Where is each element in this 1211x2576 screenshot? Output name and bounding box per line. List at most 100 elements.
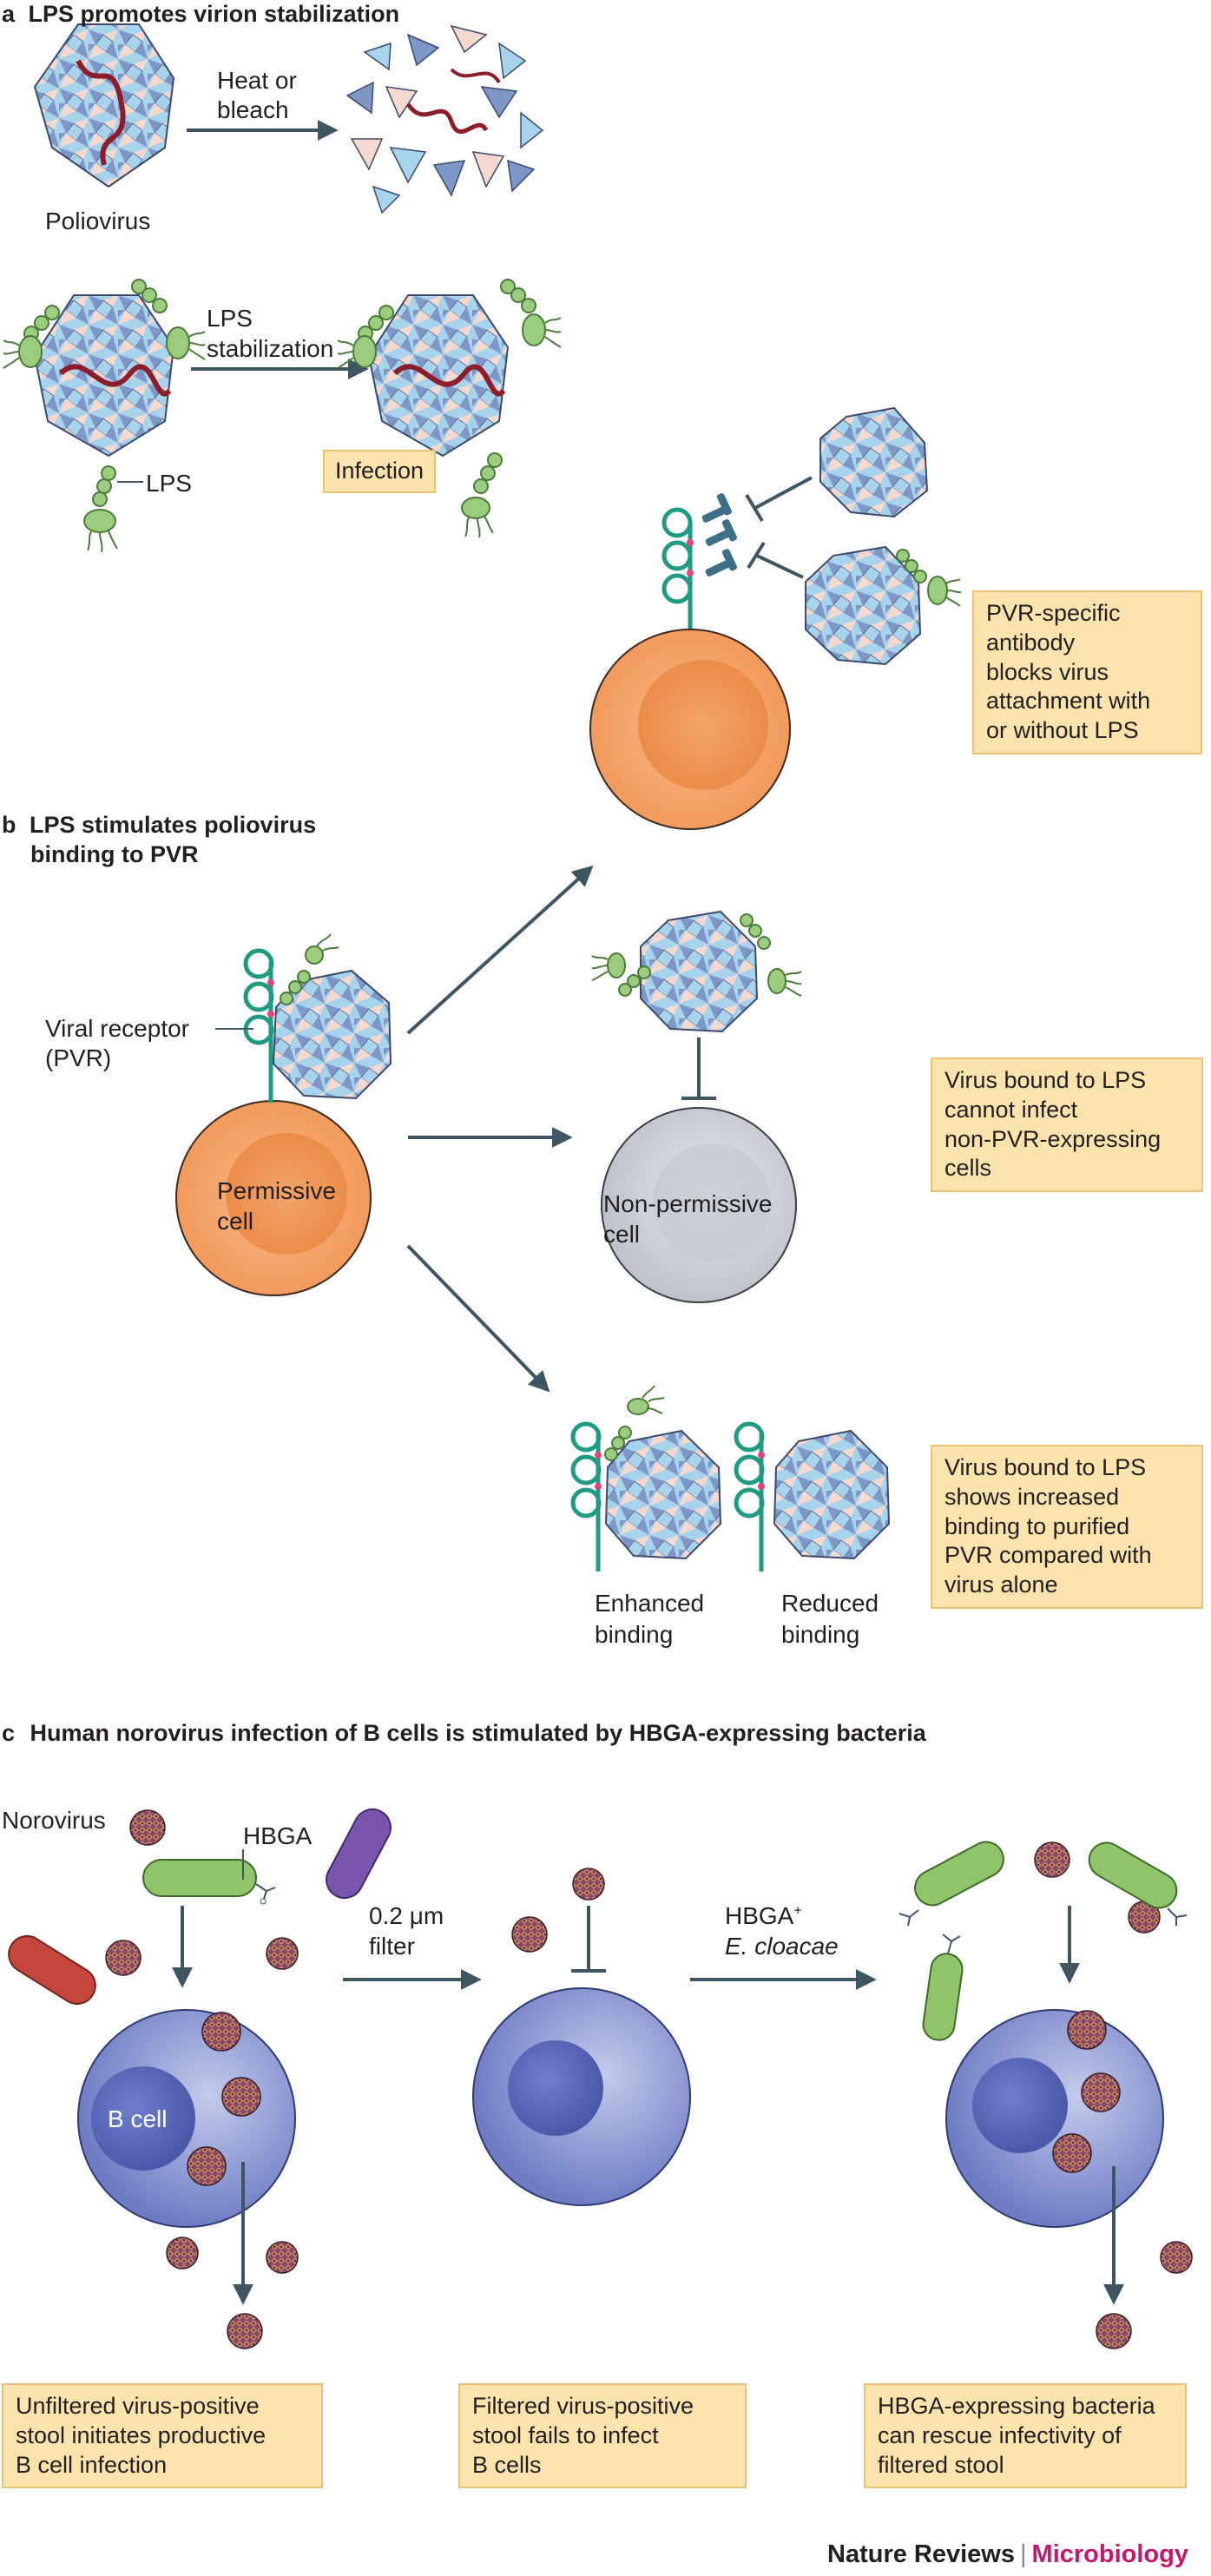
filtered-box-line-3: B cells: [472, 2451, 542, 2478]
binding-box-line-5: virus alone: [944, 1571, 1058, 1598]
pvr-receptor-antibody-icon: [661, 493, 738, 656]
lps-stabilization-label-1: LPS: [207, 305, 253, 332]
red-bacterium-icon: [8, 1934, 96, 2006]
antibody-box-line-3: blocks virus: [986, 658, 1109, 685]
reduced-binding-icon: [734, 1421, 891, 1571]
antibody-box-line-4: attachment with: [986, 688, 1151, 715]
lps-poliovirus-blocked-icon: [805, 545, 962, 666]
unfiltered-box-line-2: stool initiates productive: [16, 2421, 267, 2448]
receptor-label-2: (PVR): [45, 1044, 112, 1071]
nonpermissive-label-2: cell: [603, 1221, 641, 1248]
panel-c-heading: c Human norovirus infection of B cells i…: [2, 1719, 926, 1748]
nonpvr-box-line-4: cells: [944, 1155, 992, 1182]
hbga-plus-label: HBGA+: [725, 1901, 802, 1931]
poliovirus-capsid-icon: [33, 23, 175, 188]
footer-separator: |: [1020, 2540, 1027, 2568]
lps-label: LPS: [146, 470, 192, 497]
heat-label-1: Heat or: [217, 67, 297, 94]
infection-box: Infection: [323, 450, 437, 493]
infection-label: Infection: [335, 458, 425, 484]
antibody-box-line-2: antibody: [986, 629, 1076, 656]
enhanced-binding-icon: [570, 1385, 722, 1571]
lps-bound-poliovirus-icon: [3, 279, 206, 553]
permissive-label-1: Permissive: [217, 1177, 336, 1204]
poliovirus-blocked-icon: [819, 406, 929, 518]
panel-b-title-2: binding to PVR: [30, 841, 199, 867]
nonpermissive-label-1: Non-permissive: [603, 1190, 773, 1217]
lps-stabilization-label-2: stabilization: [207, 335, 334, 362]
stabilized-poliovirus-icon: [337, 279, 562, 538]
antibody-box-line-1: PVR-specific: [986, 600, 1121, 626]
filtered-box: Filtered virus-positive stool fails to i…: [458, 2383, 747, 2489]
bound-poliovirus-icon: [272, 933, 392, 1100]
binding-box-line-1: Virus bound to LPS: [944, 1454, 1147, 1480]
panel-b-title-1: LPS stimulates poliovirus: [30, 812, 317, 838]
hbga-plus-sup: +: [793, 1903, 802, 1919]
filtered-box-line-1: Filtered virus-positive: [472, 2393, 694, 2419]
permissive-label-2: cell: [217, 1208, 254, 1235]
rescue-box-line-2: can rescue infectivity of: [878, 2421, 1122, 2448]
rescue-box: HBGA-expressing bacteria can rescue infe…: [864, 2383, 1187, 2489]
unfiltered-box-line-3: B cell infection: [16, 2451, 168, 2478]
arrow-to-antibody: [406, 865, 594, 1035]
nonpvr-box-line-2: cannot infect: [944, 1096, 1078, 1123]
arrow-to-binding: [406, 1244, 550, 1393]
panel-c-letter: c: [2, 1720, 16, 1746]
binding-box-line-4: PVR compared with: [944, 1542, 1152, 1569]
panel-a-title: LPS promotes virion stabilization: [28, 1, 400, 27]
norovirus-particles: [105, 1809, 1193, 2349]
panel-b-letter: b: [2, 812, 16, 838]
norovirus-in-bcell-3: [1052, 2010, 1121, 2173]
b-cell-1-icon: [77, 2009, 296, 2228]
permissive-cell-icon: [175, 1100, 372, 1296]
cloacae-label: E. cloacae: [725, 1933, 839, 1960]
hbga-label: HBGA: [243, 1822, 313, 1849]
hbga-bacterium-icon: [142, 1859, 276, 1905]
filter-label-2: filter: [369, 1933, 415, 1960]
rescue-box-line-1: HBGA-expressing bacteria: [878, 2393, 1155, 2419]
purple-bacterium-icon: [326, 1808, 392, 1900]
antibody-box-line-5: or without LPS: [986, 717, 1139, 743]
nonpermissive-cell-icon: [601, 1107, 797, 1303]
hbga-plus-text: HBGA: [725, 1902, 794, 1929]
inhibition-line-nonpermissive: [681, 1038, 716, 1100]
disrupted-capsid-icon: [346, 24, 544, 214]
b-cell-2-icon: [472, 1987, 691, 2206]
enhanced-label-1: Enhanced: [595, 1590, 705, 1617]
receptor-label-1: Viral receptor: [45, 1015, 190, 1042]
unfiltered-box-line-1: Unfiltered virus-positive: [16, 2393, 260, 2419]
lps-poliovirus-nonpermissive-icon: [591, 910, 802, 1033]
antibody-box: PVR-specific antibody blocks virus attac…: [972, 590, 1202, 754]
cell-blocked-icon: [589, 629, 791, 830]
norovirus-label: Norovirus: [2, 1807, 106, 1834]
norovirus-in-bcell-1: [187, 2012, 261, 2186]
binding-box-line-2: shows increased: [944, 1483, 1120, 1510]
journal-name: Nature Reviews: [827, 2540, 1015, 2568]
pvr-receptor-icon: [243, 948, 274, 1103]
inhibition-line-bcell-2: [571, 1906, 606, 1973]
nonpvr-box-line-3: non-PVR-expressing: [944, 1125, 1162, 1152]
panel-c-title: Human norovirus infection of B cells is …: [30, 1720, 926, 1746]
panel-b-heading: b LPS stimulates poliovirus: [2, 811, 316, 840]
journal-section: Microbiology: [1031, 2540, 1188, 2568]
rescue-box-line-3: filtered stool: [878, 2451, 1004, 2478]
unfiltered-box: Unfiltered virus-positive stool initiate…: [2, 2383, 323, 2489]
b-cell-3-icon: [945, 2009, 1164, 2228]
panel-a-letter: a: [2, 1, 16, 27]
inhibition-line-1: [745, 476, 813, 523]
nonpvr-box: Virus bound to LPS cannot infect non-PVR…: [931, 1057, 1203, 1192]
heat-label-2: bleach: [217, 96, 289, 123]
binding-box-line-3: binding to purified: [944, 1512, 1130, 1539]
panel-a-heading: a LPS promotes virion stabilization: [2, 0, 399, 29]
binding-box: Virus bound to LPS shows increased bindi…: [931, 1445, 1203, 1609]
inhibition-line-2: [747, 541, 804, 579]
bcell-label: B cell: [108, 2105, 168, 2132]
poliovirus-label: Poliovirus: [45, 208, 151, 234]
reduced-label-2: binding: [781, 1621, 860, 1648]
filtered-box-line-2: stool fails to infect: [472, 2421, 659, 2448]
reduced-label-1: Reduced: [781, 1590, 879, 1617]
filter-label-1: 0.2 μm: [369, 1902, 444, 1929]
hbga-bacteria-right-icon: [898, 1841, 1188, 2041]
nonpvr-box-line-1: Virus bound to LPS: [944, 1067, 1147, 1093]
